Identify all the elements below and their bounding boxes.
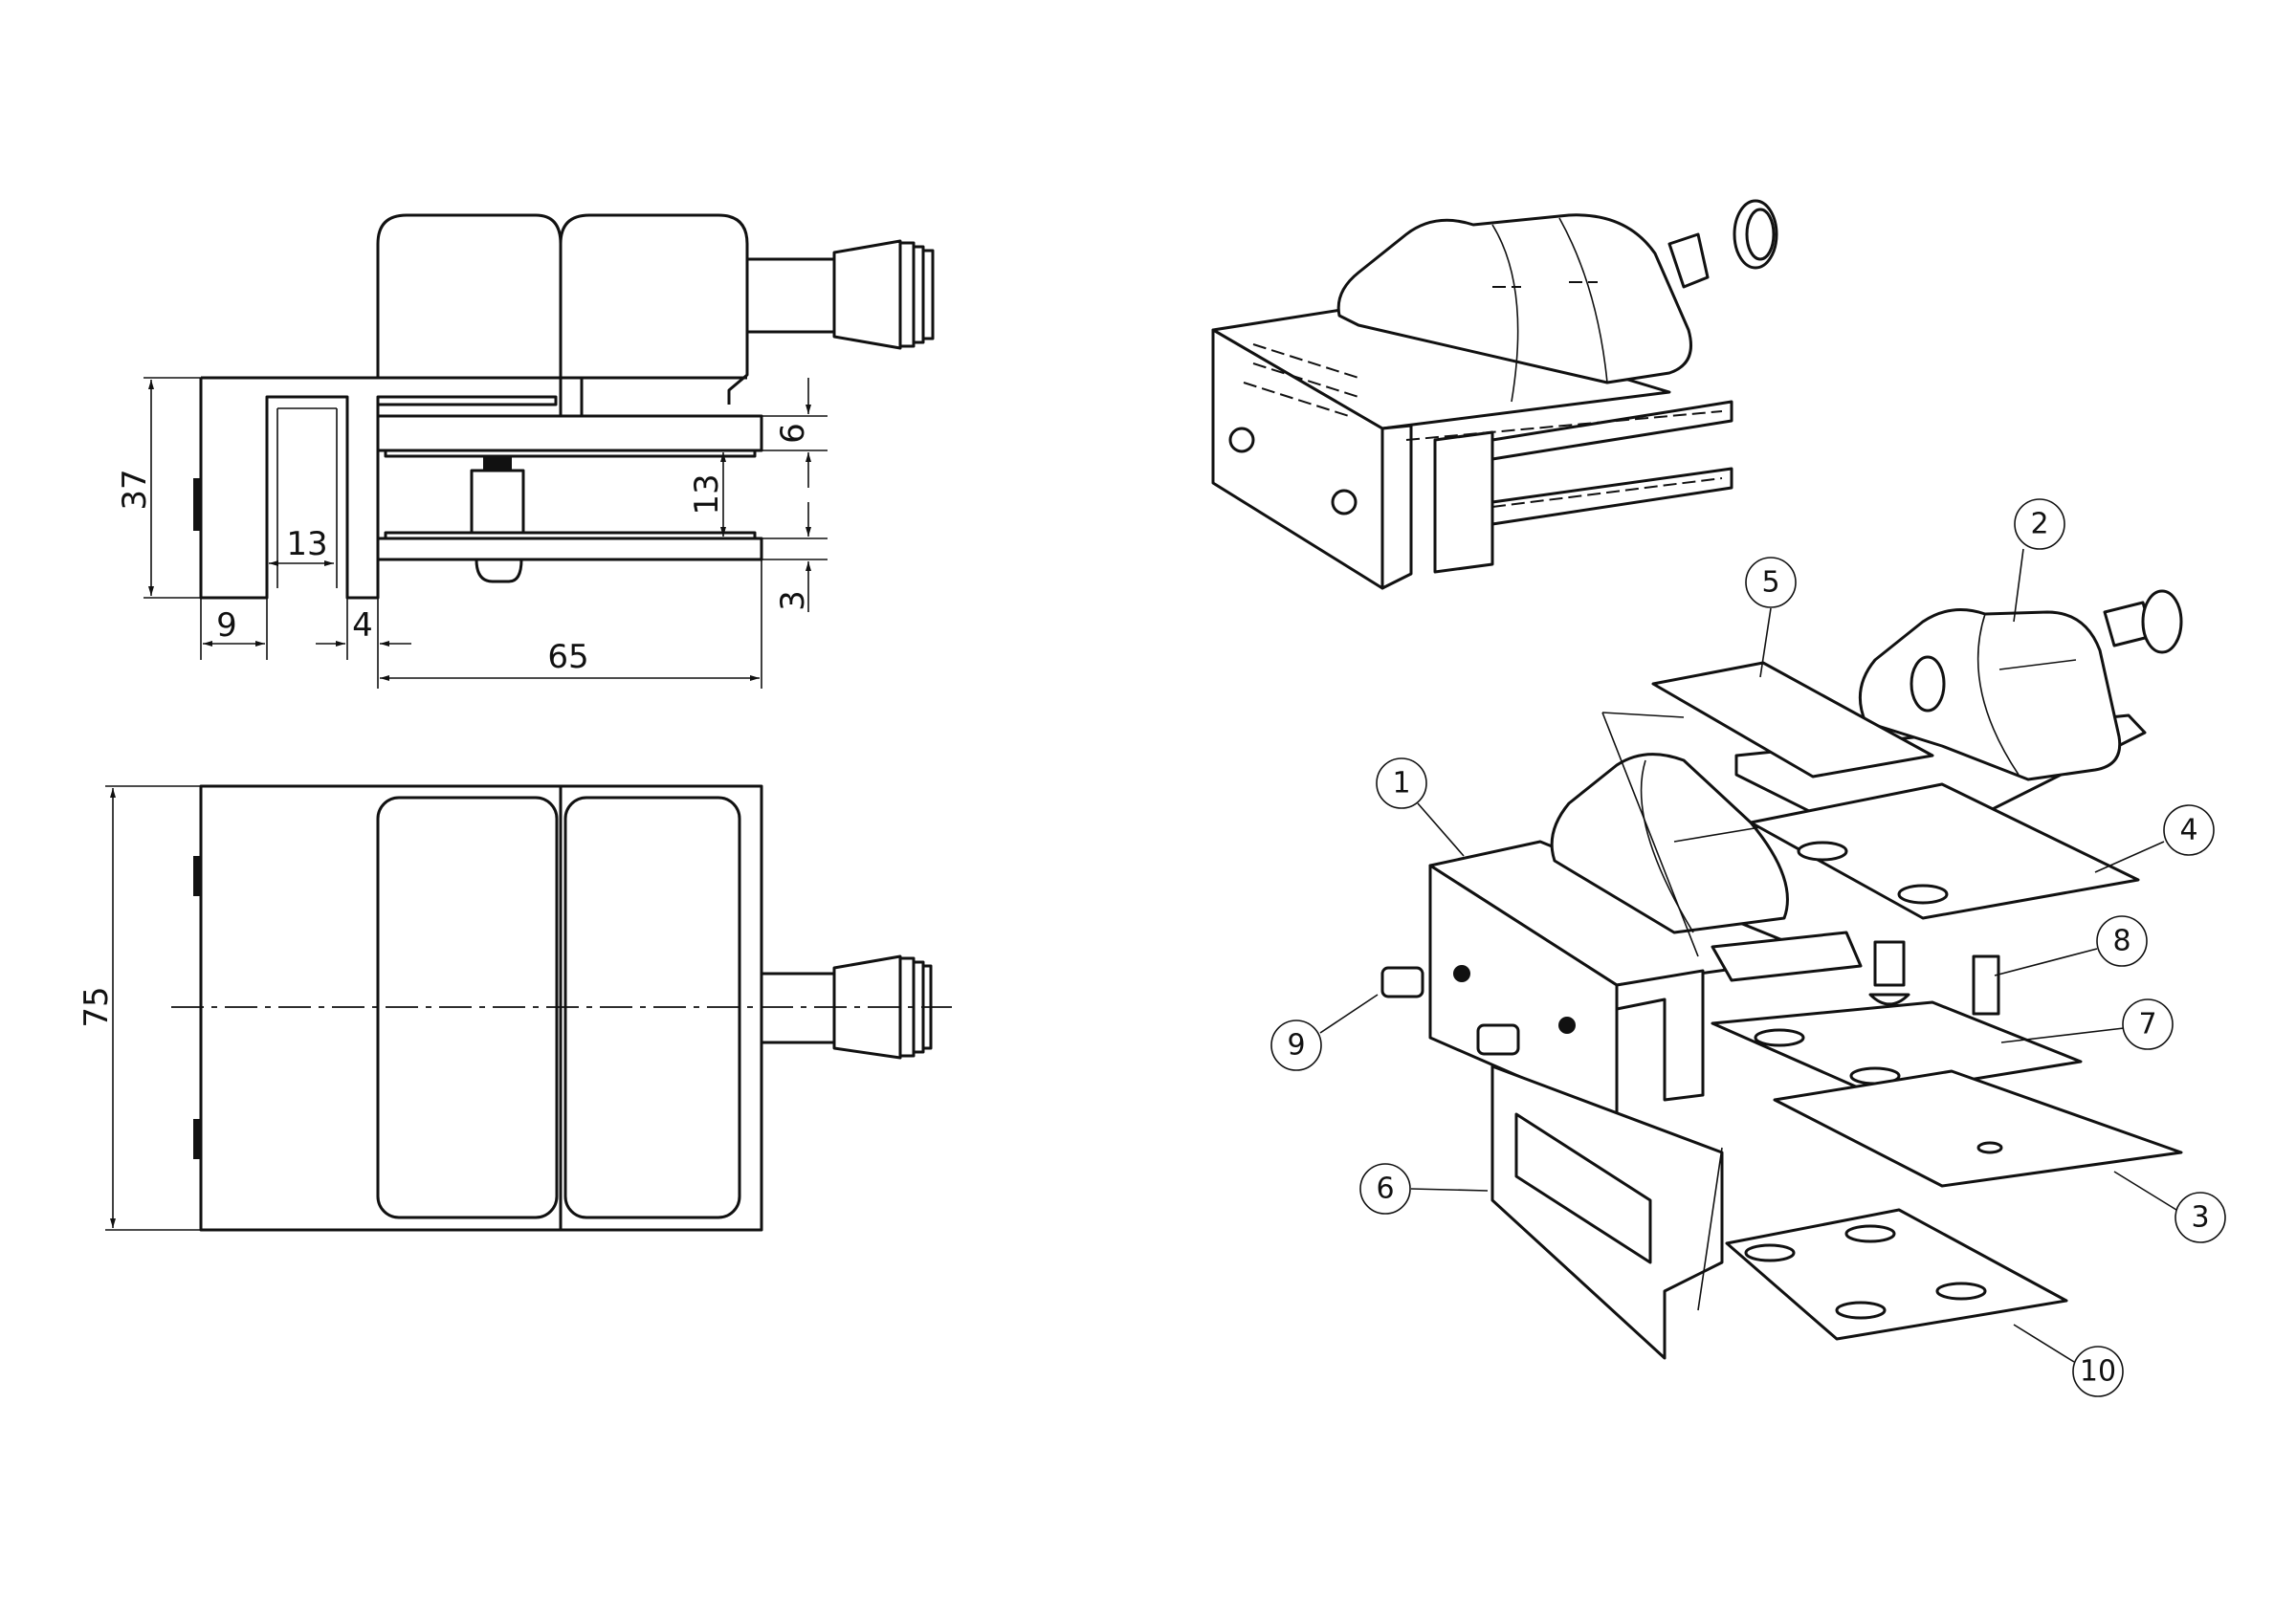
part-9-screw (1380, 966, 1424, 998)
svg-text:9: 9 (1287, 1029, 1305, 1063)
callout-3: 3 (2175, 1192, 2226, 1243)
part-8-stud (1972, 954, 2000, 1016)
svg-text:4: 4 (2179, 814, 2197, 847)
svg-text:6: 6 (1376, 1173, 1394, 1206)
adjust-knob (745, 239, 935, 350)
part-2-hinge (1858, 608, 2122, 781)
svg-text:2: 2 (2030, 508, 2048, 541)
svg-text:3: 3 (2191, 1201, 2209, 1235)
dim-3: 3 (774, 590, 812, 611)
dim-37: 37 (116, 469, 154, 510)
part-6-gasket (1490, 1064, 1724, 1360)
top-view: 75 (77, 784, 952, 1232)
right-cap (559, 213, 749, 405)
dim-9: 9 (216, 606, 237, 645)
pin (470, 469, 525, 535)
part-3-plate (1773, 1069, 2183, 1188)
callout-1: 1 (1376, 757, 1427, 809)
svg-text:7: 7 (2138, 1008, 2156, 1042)
upper-spacer (1711, 1000, 2083, 1097)
dim-13-gap: 13 (688, 473, 726, 515)
exploded-view (1319, 548, 2183, 1363)
svg-text:8: 8 (2112, 925, 2130, 958)
dim-4: 4 (352, 606, 373, 645)
assembled-view (1211, 199, 1778, 590)
part-9-screw (1476, 1023, 1520, 1056)
set-screw (193, 478, 201, 531)
left-cap (376, 213, 563, 402)
clamp-body (199, 376, 747, 600)
screw-head (475, 559, 523, 583)
callout-2: 2 (2014, 498, 2065, 550)
callout-5: 5 (1745, 557, 1797, 608)
part-4-plate (1749, 782, 2140, 920)
dim-75: 75 (77, 986, 116, 1027)
body-outline (199, 784, 763, 1232)
callout-7: 7 (2122, 998, 2174, 1050)
dim-13-slot: 13 (286, 525, 327, 563)
dimensions: 37 9 13 4 65 6 13 3 (116, 377, 828, 689)
callout-8: 8 (2096, 915, 2148, 967)
part-5-gasket (1651, 661, 1934, 779)
upper-glass-plate (376, 414, 763, 452)
callout-9: 9 (1270, 1020, 1322, 1071)
lower-glass-plate (376, 537, 763, 561)
callout-4: 4 (2163, 804, 2215, 856)
svg-text:5: 5 (1761, 566, 1779, 600)
dim-65: 65 (547, 638, 588, 676)
part-10-plate (1725, 1208, 2068, 1341)
svg-text:10: 10 (2080, 1355, 2116, 1389)
callout-10: 10 (2072, 1346, 2124, 1397)
svg-text:1: 1 (1392, 767, 1410, 800)
dim-6: 6 (774, 423, 812, 444)
callouts: 1 2 3 4 5 6 7 8 9 10 (1270, 498, 2226, 1397)
callout-6: 6 (1359, 1163, 1411, 1215)
part-8-sleeve (1873, 940, 1906, 987)
part-1-cap (1550, 753, 1789, 934)
side-view: 37 9 13 4 65 6 13 3 (116, 213, 935, 689)
